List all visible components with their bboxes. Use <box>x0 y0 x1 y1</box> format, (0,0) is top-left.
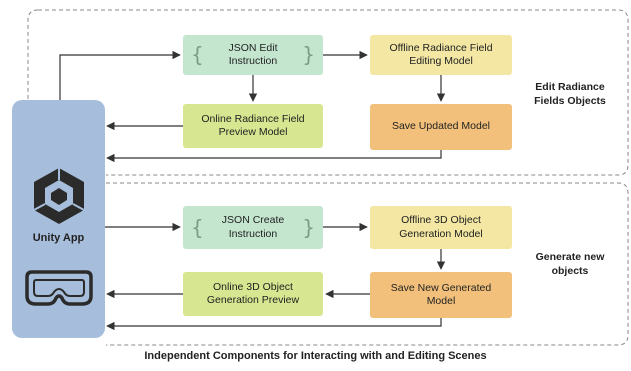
online-radiance-field-preview-model-box: Online Radiance Field Preview Model <box>183 104 323 148</box>
unity-logo-icon <box>33 168 85 224</box>
json-edit-instruction-label: JSON Edit Instruction <box>228 41 278 67</box>
json-create-instruction-box: { JSON Create Instruction } <box>183 206 323 249</box>
left-brace-icon: { <box>191 215 204 239</box>
edit-radiance-fields-objects-label: Edit Radiance Fields Objects <box>534 81 606 108</box>
offline-3d-object-generation-model-label: Offline 3D Object Generation Model <box>399 214 483 240</box>
generate-new-objects-label: Generate new objects <box>535 251 605 278</box>
json-edit-instruction-box: { JSON Edit Instruction } <box>183 35 323 75</box>
online-radiance-field-preview-model-label: Online Radiance Field Preview Model <box>201 112 305 138</box>
offline-radiance-field-editing-model-box: Offline Radiance Field Editing Model <box>370 35 512 75</box>
save-new-generated-model-label: Save New Generated Model <box>390 281 492 307</box>
online-3d-object-generation-preview-box: Online 3D Object Generation Preview <box>183 272 323 316</box>
save-updated-model-label: Save Updated Model <box>391 120 491 133</box>
edit-section-outline <box>38 9 629 176</box>
left-brace-icon: { <box>191 42 204 67</box>
json-create-instruction-label: JSON Create Instruction <box>221 214 285 240</box>
offline-3d-object-generation-model-box: Offline 3D Object Generation Model <box>370 206 512 249</box>
unity-app-label: Unity App <box>32 232 85 244</box>
save-new-generated-model-box: Save New Generated Model <box>370 272 512 318</box>
vr-headset-icon <box>25 270 93 306</box>
online-3d-object-generation-preview-label: Online 3D Object Generation Preview <box>206 280 300 306</box>
save-updated-model-box: Save Updated Model <box>370 104 512 150</box>
generate-section-outline <box>106 182 629 346</box>
right-brace-icon: } <box>302 42 315 67</box>
right-brace-icon: } <box>302 215 315 239</box>
offline-radiance-field-editing-model-label: Offline Radiance Field Editing Model <box>389 41 493 67</box>
figure-caption: Independent Components for Interacting w… <box>144 350 487 362</box>
